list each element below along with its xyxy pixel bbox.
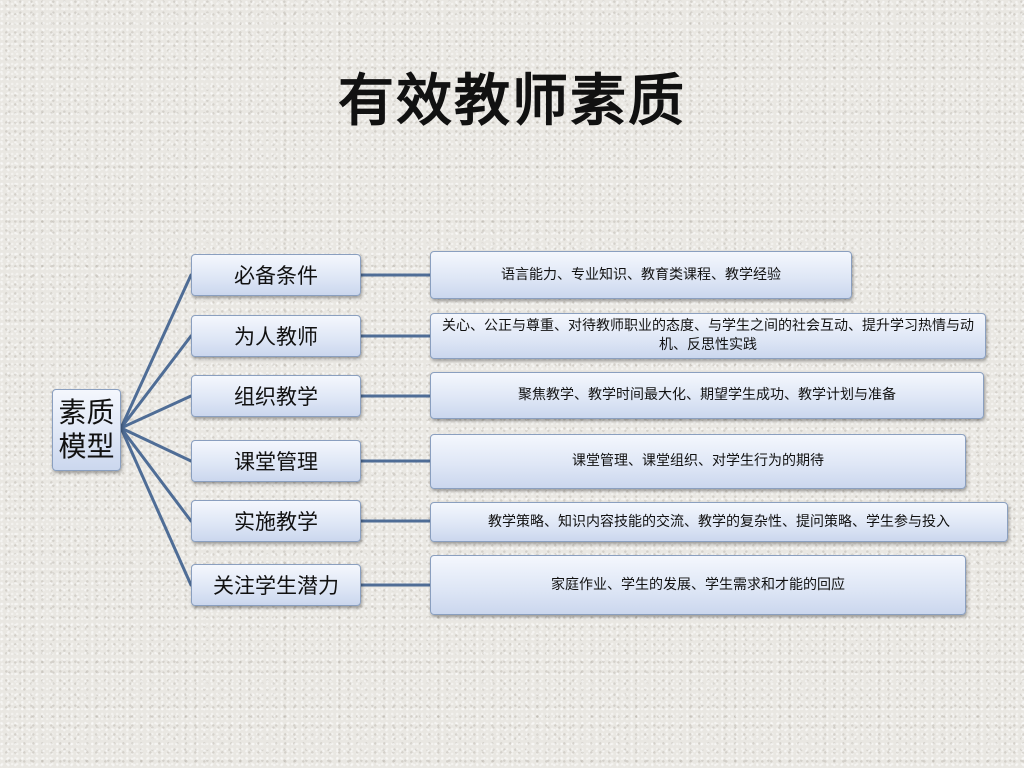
detail-node-implementing-instruction: 教学策略、知识内容技能的交流、教学的复杂性、提问策略、学生参与投入 xyxy=(430,502,1008,542)
connector-root-branch-5 xyxy=(119,426,193,523)
branch-node-prerequisites: 必备条件 xyxy=(191,254,361,296)
branch-node-classroom-management: 课堂管理 xyxy=(191,440,361,482)
detail-node-teacher-as-person: 关心、公正与尊重、对待教师职业的态度、与学生之间的社会互动、提升学习热情与动机、… xyxy=(430,313,986,359)
slide-title: 有效教师素质 xyxy=(338,68,686,134)
connector-root-branch-3 xyxy=(119,394,193,430)
detail-node-classroom-management: 课堂管理、课堂组织、对学生行为的期待 xyxy=(430,434,966,489)
connector-root-branch-2 xyxy=(119,334,193,430)
connector-root-branch-4 xyxy=(119,426,193,463)
branch-node-student-potential: 关注学生潜力 xyxy=(191,564,361,606)
root-node: 素质模型 xyxy=(52,389,121,471)
branch-node-organizing-instruction: 组织教学 xyxy=(191,375,361,417)
branch-node-implementing-instruction: 实施教学 xyxy=(191,500,361,542)
connector-root-branch-1 xyxy=(119,273,193,430)
branch-node-teacher-as-person: 为人教师 xyxy=(191,315,361,357)
detail-node-student-potential: 家庭作业、学生的发展、学生需求和才能的回应 xyxy=(430,555,966,615)
detail-node-prerequisites: 语言能力、专业知识、教育类课程、教学经验 xyxy=(430,251,852,299)
connector-root-branch-6 xyxy=(119,426,193,587)
detail-node-organizing-instruction: 聚焦教学、教学时间最大化、期望学生成功、教学计划与准备 xyxy=(430,372,984,419)
